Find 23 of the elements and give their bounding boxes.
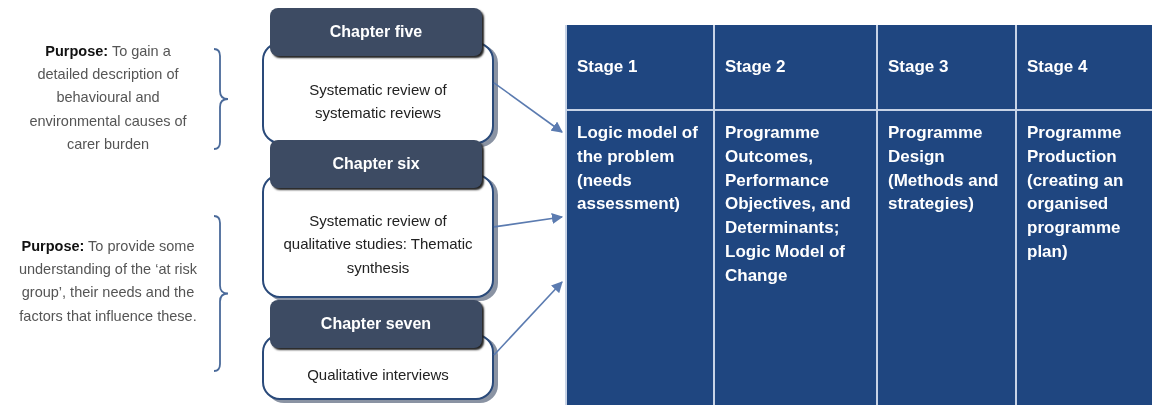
chapter-description: Systematic review of qualitative studies: Thematic synthesis	[282, 211, 474, 278]
purpose-note: Purpose: To provide some understanding of the ‘at risk group’, their needs and the factors that influence these.	[18, 237, 198, 326]
stage-column	[1015, 25, 1152, 405]
arrow	[493, 212, 564, 228]
chapter-description: Systematic review of systematic reviews	[308, 79, 448, 123]
arrow	[493, 281, 563, 356]
stage-description: Programme Production (creating an organised programme plan)	[1027, 122, 1125, 263]
stage-column	[565, 25, 713, 405]
stage-description: Logic model of the problem (needs assessment)	[577, 122, 699, 216]
stage-column	[876, 25, 1015, 405]
chapter-heading: Chapter six	[270, 140, 482, 188]
stage-heading: Stage 1	[577, 56, 638, 79]
chapter-heading: Chapter five	[270, 8, 482, 56]
stage-heading: Stage 4	[1027, 56, 1088, 79]
purpose-note: Purpose: To gain a detailed description of behavioural and environmental causes of carer burden	[28, 42, 188, 154]
stage-column	[713, 25, 876, 405]
stage-heading: Stage 3	[888, 56, 949, 79]
chapter-description: Qualitative interviews	[307, 365, 449, 386]
stage-heading: Stage 2	[725, 56, 786, 79]
stage-description: Programme Design (Methods and strategies)	[888, 122, 1000, 216]
arrow	[493, 82, 563, 133]
chapter-heading: Chapter seven	[270, 300, 482, 348]
stage-description: Programme Outcomes, Performance Objectives, and Determinants; Logic Model of Change	[725, 122, 852, 287]
